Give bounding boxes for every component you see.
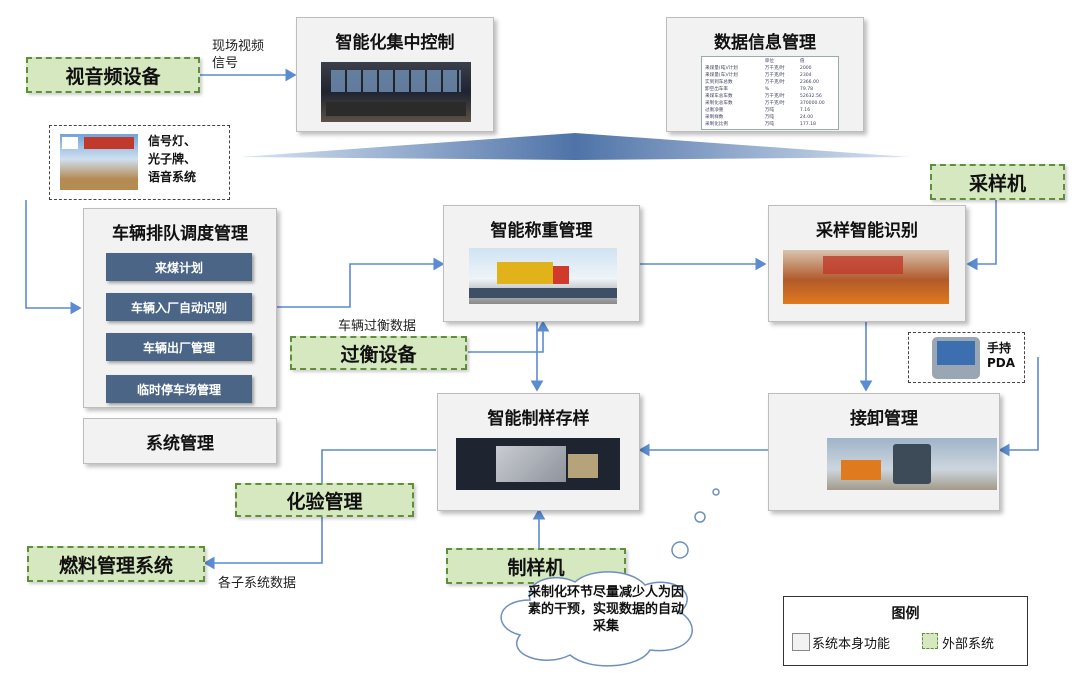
sampler-machine-label: 采样机 <box>968 172 1026 195</box>
av-device-label: 视音频设备 <box>65 65 161 88</box>
legend-external-swatch <box>922 633 938 649</box>
smart-weigh-module: 智能称重管理 <box>443 205 640 322</box>
signals-device-box: 信号灯、 光子牌、 语音系统 <box>49 125 230 200</box>
mini-table-cell <box>705 58 765 65</box>
mini-table-cell: 370000.00 <box>799 101 825 106</box>
mini-table-cell: 177.18 <box>799 122 816 127</box>
temp-parking-item: 临时停车场管理 <box>106 375 252 403</box>
pda-device-box: 手持 PDA <box>908 332 1025 383</box>
smart-weigh-title: 智能称重管理 <box>490 221 593 241</box>
mini-table-cell: 79.78 <box>799 87 814 92</box>
mini-table-cell: 万千克/时 <box>764 94 785 99</box>
central-control-module: 智能化集中控制 <box>296 17 494 132</box>
coal-plan-item: 来煤计划 <box>106 253 252 281</box>
signal-board-image <box>60 134 138 190</box>
pda-icon <box>932 337 980 379</box>
vehicle-weigh-data-label: 车辆过衡数据 <box>338 319 417 334</box>
weighing-device-label: 过衡设备 <box>340 343 417 366</box>
legend-external-label: 外部系统 <box>942 637 995 652</box>
vehicle-exit-item: 车辆出厂管理 <box>106 333 252 361</box>
signals-text-1: 信号灯、 <box>148 134 197 148</box>
mini-table-cell: 万吨 <box>764 108 774 113</box>
mini-table-row: 来煤车总车数 万千克/时 52632.56 <box>705 93 835 100</box>
signals-text-3: 语音系统 <box>148 170 197 184</box>
legend-own-label: 系统本身功能 <box>812 637 891 652</box>
mini-table-cell: 万千克/时 <box>764 66 785 71</box>
mini-table-cell: 2304 <box>799 73 812 78</box>
mini-table-row: 采制化比例 万吨 177.18 <box>705 121 835 128</box>
mini-table-cell: 2000 <box>799 66 812 71</box>
mini-table-cell: 单位 <box>764 59 774 64</box>
control-room-image <box>321 62 471 122</box>
mini-table-row: 来煤量(车)/计划 万千克/时 2304 <box>705 72 835 79</box>
truck-scale-image <box>469 248 617 304</box>
mini-table-cell: 24.00 <box>799 115 814 120</box>
mini-table-cell: 万吨 <box>764 122 774 127</box>
external-av-device: 视音频设备 <box>26 57 200 93</box>
lab-management-label: 化验管理 <box>286 490 363 513</box>
mini-table-cell: 万吨 <box>764 115 774 120</box>
unloading-image <box>827 438 997 490</box>
convergence-bar <box>240 133 910 160</box>
mini-table-row: 过衡净重 万吨 7.16 <box>705 107 835 114</box>
unloading-title: 接卸管理 <box>850 409 918 429</box>
legend-title: 图例 <box>891 606 920 622</box>
mini-table-cell: 卸空出车率 <box>705 87 728 92</box>
mini-table-row: 实到到车总数 万千克/时 2366.00 <box>705 79 835 86</box>
mini-table-cell: 来煤车总车数 <box>705 94 733 99</box>
system-management-module: 系统管理 <box>83 418 277 464</box>
video-signal-label: 现场视频 信号 <box>212 39 265 71</box>
data-info-title: 数据信息管理 <box>714 33 816 53</box>
mini-table-cell: 采制样数 <box>705 115 724 120</box>
mini-table-row: 卸空出车率% 79.78 <box>705 86 835 93</box>
external-weighing-device: 过衡设备 <box>290 336 467 370</box>
mini-table-cell: 7.16 <box>799 108 811 113</box>
sample-prep-image <box>456 438 620 490</box>
mini-table-cell: 实到到车总数 <box>705 80 733 85</box>
signals-text-2: 光子牌、 <box>148 152 197 166</box>
vehicle-entry-item: 车辆入厂自动识别 <box>106 293 252 321</box>
external-sample-maker: 制样机 <box>446 548 626 584</box>
mini-table-row: 来煤量(吨)/计划 万千克/时 2000 <box>705 65 835 72</box>
mini-table-row: 采制样数 万吨 24.00 <box>705 114 835 121</box>
external-fuel-system: 燃料管理系统 <box>27 546 205 582</box>
central-control-title: 智能化集中控制 <box>335 33 455 53</box>
sample-prep-title: 智能制样存样 <box>487 409 590 429</box>
cloud-text: 采制化环节尽量减少人为因素的干预，实现数据的自动采集 <box>527 585 684 634</box>
mini-table-cell: 值 <box>799 59 805 64</box>
external-sampler-machine: 采样机 <box>930 164 1065 200</box>
mini-table-cell: 采制化比例 <box>705 122 728 127</box>
mini-table-cell: 来煤量(车)/计划 <box>705 73 738 78</box>
unloading-module: 接卸管理 <box>768 393 1000 511</box>
mini-table-cell: 采制化总车数 <box>705 101 733 106</box>
vehicle-queue-title: 车辆排队调度管理 <box>112 224 248 244</box>
mini-table-header: 单位 值 <box>705 58 835 65</box>
sampling-recognition-image <box>783 250 949 304</box>
sample-prep-storage-module: 智能制样存样 <box>437 393 640 511</box>
mini-table-row: 采制化总车数 万千克/时 370000.00 <box>705 100 835 107</box>
sampling-recognition-module: 采样智能识别 <box>768 205 966 322</box>
pda-label: 手持 PDA <box>987 341 1016 370</box>
mini-table-cell: 万千克/时 <box>764 101 785 106</box>
mini-table-cell: 2366.00 <box>799 80 819 85</box>
mini-table-cell: 来煤量(吨)/计划 <box>705 66 738 71</box>
subsystem-data-label: 各子系统数据 <box>218 576 297 591</box>
vehicle-queue-module: 车辆排队调度管理 来煤计划 车辆入厂自动识别 车辆出厂管理 临时停车场管理 <box>83 208 277 408</box>
mini-table-cell: 万千克/时 <box>764 73 785 78</box>
fuel-system-label: 燃料管理系统 <box>58 554 173 577</box>
mini-table-cell: % <box>764 87 770 92</box>
sampling-recognition-title: 采样智能识别 <box>816 221 918 241</box>
legend: 图例 系统本身功能 外部系统 <box>783 596 1028 666</box>
mini-table-cell: 万千克/时 <box>764 80 785 85</box>
external-lab-management: 化验管理 <box>235 483 414 517</box>
system-management-title: 系统管理 <box>146 433 214 454</box>
mini-table-cell: 过衡净重 <box>705 108 724 113</box>
legend-own-swatch <box>792 633 810 651</box>
sample-maker-label: 制样机 <box>507 556 565 579</box>
mini-table-cell: 52632.56 <box>799 94 822 99</box>
